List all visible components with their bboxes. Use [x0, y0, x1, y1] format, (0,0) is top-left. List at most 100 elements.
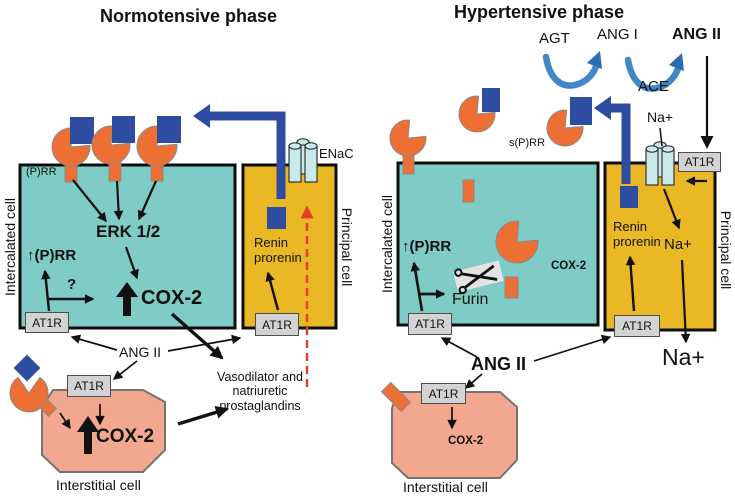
left-interstitial-arrows	[59, 404, 105, 430]
cox2-upregulation-arrow-icon	[116, 282, 138, 316]
angii-to-principal-at1r-arrow	[533, 334, 612, 362]
renin-prorenin-label: Renin prorenin	[613, 219, 661, 250]
right-intercalated-cell-label: Intercalated cell	[378, 194, 395, 294]
na-reabsorption-arrow	[680, 259, 691, 344]
erk-to-cox2-arrow	[124, 246, 139, 280]
left-intercalated-cell-label: Intercalated cell	[1, 197, 18, 297]
prr-membrane-label: (P)RR	[26, 166, 57, 178]
sprr-complex-icon	[546, 97, 592, 147]
receptor-to-cox2-arrow	[59, 412, 71, 430]
right-panel-title: Hypertensive phase	[454, 2, 625, 22]
at1r-receptor-box: AT1R	[67, 375, 111, 397]
angi-to-angii-arrow	[624, 56, 683, 92]
furin-label: Furin	[452, 291, 489, 308]
cleaved-prr-icon	[495, 220, 539, 264]
prostaglandins-label: Vasodilator and natriuretic prostaglandi…	[193, 370, 327, 413]
na-inside-label: Na+	[664, 236, 692, 253]
na-top-label: Na+	[647, 109, 674, 125]
angii-to-intercalated-at1r-arrow	[70, 334, 118, 351]
prr-to-erk-arrow	[113, 180, 124, 221]
renin-square-icon	[620, 186, 638, 208]
left-interstitial-cell-body	[41, 389, 166, 473]
angii-to-principal-at1r-arrow	[167, 334, 242, 352]
at1r-to-prr-arrow	[410, 261, 424, 312]
at1r-receptor-box: AT1R	[408, 313, 452, 335]
right-intercalated-arrows	[410, 261, 446, 312]
prostaglandins-line3: prostaglandins	[219, 398, 301, 413]
interstitial-prr-receptor-icon	[9, 354, 58, 418]
renin-square-icon	[157, 116, 181, 143]
renin-secretion-arrow	[193, 104, 286, 199]
angii-top-label: ANG II	[672, 26, 721, 43]
prorenin-line: prorenin	[613, 233, 661, 249]
renin-square-icon	[570, 97, 592, 125]
enac-channel-icon	[288, 138, 318, 183]
prr-to-erk-arrow	[137, 180, 158, 221]
furin-scissors-icon	[453, 260, 504, 295]
renin-square-icon	[70, 117, 94, 144]
receptor-stub-icon	[380, 381, 412, 413]
left-principal-cell-body	[241, 163, 338, 330]
enac-to-na-arrow	[662, 188, 681, 230]
angii-to-intercalated-at1r-arrow	[440, 337, 478, 358]
interstitial-to-prostaglandins-arrow	[177, 406, 229, 426]
ace-label: ACE	[638, 78, 669, 95]
left-intercalated-arrows	[41, 179, 158, 312]
renin-line: Renin	[254, 235, 288, 250]
prr-receptor-icon	[51, 117, 94, 183]
prostaglandins-line2: natriuretic	[232, 384, 288, 399]
left-interstitial-cell-label: Interstitial cell	[56, 477, 141, 493]
prr-upregulation-label: ↑(P)RR	[402, 238, 452, 255]
prostaglandins-line1: Vasodilator and	[217, 370, 303, 384]
angi-label: ANG I	[597, 26, 638, 43]
cox2-label: COX-2	[141, 287, 203, 309]
prr-receptor-icon	[91, 116, 135, 182]
na-output-label: Na+	[662, 344, 705, 370]
at1r-receptor-box: AT1R	[25, 312, 69, 333]
renin-square-icon	[482, 88, 500, 112]
cox2-upregulation-arrow-icon	[77, 416, 99, 454]
at1r-receptor-box: AT1R	[421, 383, 466, 404]
erk-label: ERK 1/2	[96, 222, 161, 241]
sprr-complex-icon	[458, 88, 500, 133]
at1r-to-renin-arrow	[625, 255, 636, 312]
at1r-to-prr-arrow	[41, 269, 51, 312]
renin-prorenin-label: Renin prorenin	[254, 235, 302, 266]
right-interstitial-cell-body	[391, 391, 518, 479]
left-angii-arrows	[70, 312, 242, 426]
na-pointer-line	[659, 127, 663, 147]
at1r-to-renin-arrow	[265, 271, 280, 311]
sprr-label: s(P)RR	[509, 137, 546, 149]
prorenin-line: prorenin	[254, 249, 302, 265]
angii-to-interstitial-at1r-arrow	[464, 373, 483, 389]
ras-cascade-arrows	[542, 51, 684, 92]
prr-fragment-icon	[462, 179, 475, 203]
agt-label: AGT	[539, 30, 570, 47]
renin-secretion-arrow	[594, 96, 631, 184]
interstitial-cox2-label: COX-2	[448, 435, 484, 447]
prr-to-erk-arrow	[72, 179, 107, 223]
enac-label: ENaC	[319, 146, 354, 161]
left-principal-cell-label: Principal cell	[339, 207, 356, 287]
prr-receptor-icon	[136, 116, 181, 182]
right-interstitial-cell-label: Interstitial cell	[403, 479, 488, 495]
question-mark-label: ?	[67, 276, 77, 293]
renin-line: Renin	[613, 219, 647, 234]
prr-fragment-icon	[504, 276, 519, 299]
right-angii-arrows	[440, 334, 612, 389]
cox2-small-label: COX-2	[551, 260, 587, 272]
at1r-receptor-box: AT1R	[255, 313, 299, 336]
prr-receptor-icon	[389, 119, 427, 175]
at1r-receptor-box: AT1R	[678, 152, 721, 172]
interstitial-cox2-label: COX-2	[96, 426, 155, 447]
prr-upregulation-label: ↑(P)RR	[27, 247, 77, 264]
left-panel-title: Normotensive phase	[100, 6, 278, 26]
left-angii-label: ANG II	[119, 344, 162, 360]
right-principal-cell-label: Principal cell	[718, 210, 735, 290]
angii-to-interstitial-at1r-arrow	[112, 360, 138, 380]
agt-to-angi-arrow	[542, 53, 601, 89]
right-principal-arrows	[625, 127, 707, 344]
renin-square-icon	[267, 207, 286, 229]
